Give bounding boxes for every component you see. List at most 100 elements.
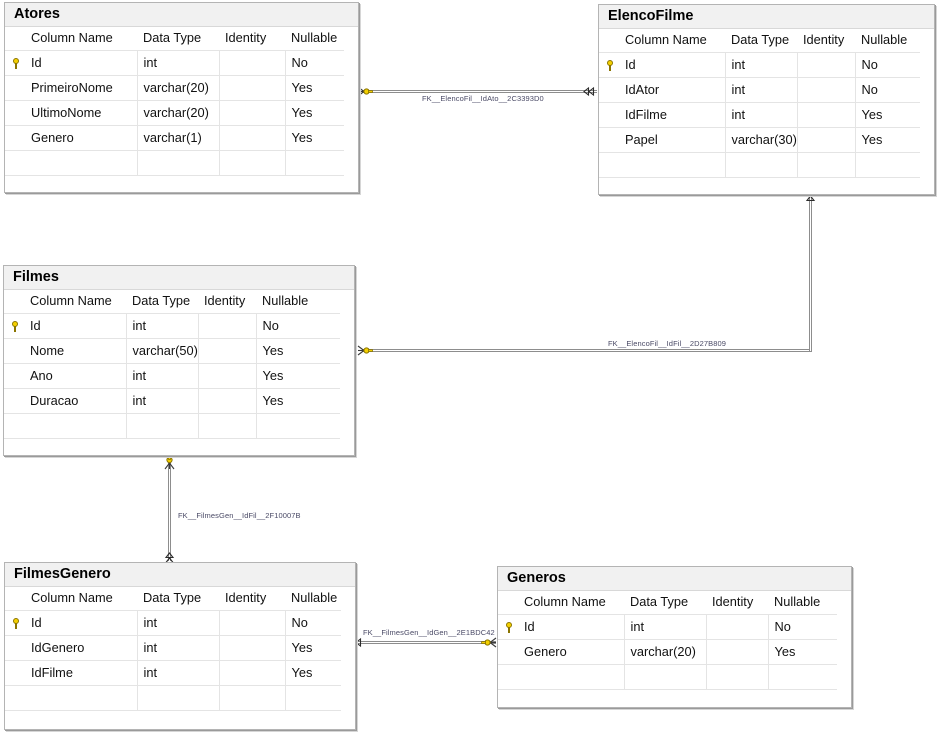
cell-nullable[interactable]: No — [256, 313, 340, 339]
cell-data-type[interactable] — [126, 413, 199, 439]
table-generos[interactable]: Generos Column Name Data Type Identity N… — [497, 566, 852, 708]
cell-nullable[interactable]: No — [855, 52, 920, 78]
cell-data-type[interactable]: int — [126, 363, 199, 389]
cell-data-type[interactable]: varchar(50) — [126, 338, 199, 364]
table-grid-filmesgenero[interactable]: Column Name Data Type Identity Nullable … — [5, 587, 355, 711]
header-column-name[interactable]: Column Name — [24, 290, 126, 314]
cell-column-name[interactable]: Papel — [619, 127, 726, 153]
cell-data-type[interactable]: int — [137, 50, 220, 76]
relationship-line-filmes-filmesgenero[interactable] — [168, 461, 171, 561]
cell-identity[interactable] — [219, 610, 286, 636]
cell-nullable[interactable]: No — [855, 77, 920, 103]
header-identity[interactable]: Identity — [706, 591, 768, 615]
relationship-line-filmes-elencofilme-horizontal[interactable] — [362, 349, 812, 352]
cell-data-type[interactable]: int — [137, 660, 220, 686]
header-column-name[interactable]: Column Name — [518, 591, 624, 615]
table-elencofilme[interactable]: ElencoFilme Column Name Data Type Identi… — [598, 4, 935, 195]
cell-data-type[interactable]: int — [624, 614, 707, 640]
relationship-line-filmes-elencofilme-vertical[interactable] — [809, 196, 812, 351]
cell-column-name[interactable]: Nome — [24, 338, 127, 364]
cell-nullable[interactable]: No — [285, 50, 344, 76]
cell-column-name[interactable]: IdFilme — [25, 660, 138, 686]
cell-identity[interactable] — [198, 413, 257, 439]
cell-column-name[interactable]: IdGenero — [25, 635, 138, 661]
cell-identity[interactable] — [797, 52, 856, 78]
cell-data-type[interactable] — [137, 150, 220, 176]
cell-nullable[interactable]: Yes — [256, 363, 340, 389]
table-grid-generos[interactable]: Column Name Data Type Identity Nullable … — [498, 591, 851, 690]
cell-column-name[interactable]: Genero — [25, 125, 138, 151]
cell-nullable[interactable]: Yes — [256, 338, 340, 364]
cell-column-name[interactable] — [518, 664, 625, 690]
cell-data-type[interactable]: int — [137, 610, 220, 636]
cell-identity[interactable] — [219, 635, 286, 661]
cell-identity[interactable] — [198, 388, 257, 414]
cell-column-name[interactable]: Duracao — [24, 388, 127, 414]
header-identity[interactable]: Identity — [219, 27, 285, 51]
table-grid-filmes[interactable]: Column Name Data Type Identity Nullable … — [4, 290, 354, 439]
header-nullable[interactable]: Nullable — [768, 591, 837, 615]
cell-data-type[interactable]: int — [725, 77, 798, 103]
cell-identity[interactable] — [219, 660, 286, 686]
header-identity[interactable]: Identity — [198, 290, 256, 314]
cell-data-type[interactable]: int — [725, 102, 798, 128]
relationship-line-filmesgenero-generos[interactable] — [354, 641, 496, 644]
header-data-type[interactable]: Data Type — [725, 29, 797, 53]
cell-nullable[interactable]: Yes — [285, 635, 341, 661]
cell-nullable[interactable]: Yes — [855, 102, 920, 128]
cell-data-type[interactable]: int — [126, 388, 199, 414]
cell-identity[interactable] — [219, 50, 286, 76]
header-nullable[interactable]: Nullable — [285, 587, 341, 611]
cell-identity[interactable] — [797, 152, 856, 178]
cell-column-name[interactable]: IdAtor — [619, 77, 726, 103]
table-grid-elencofilme[interactable]: Column Name Data Type Identity Nullable … — [599, 29, 934, 178]
cell-data-type[interactable] — [137, 685, 220, 711]
header-nullable[interactable]: Nullable — [285, 27, 344, 51]
cell-nullable[interactable]: Yes — [855, 127, 920, 153]
header-data-type[interactable]: Data Type — [137, 587, 219, 611]
cell-data-type[interactable]: varchar(20) — [624, 639, 707, 665]
header-column-name[interactable]: Column Name — [25, 27, 137, 51]
cell-nullable[interactable]: Yes — [285, 125, 344, 151]
cell-column-name[interactable]: Id — [619, 52, 726, 78]
cell-nullable[interactable]: Yes — [285, 660, 341, 686]
cell-column-name[interactable]: Id — [25, 610, 138, 636]
cell-data-type[interactable]: int — [137, 635, 220, 661]
cell-column-name[interactable]: Id — [25, 50, 138, 76]
cell-nullable[interactable]: No — [768, 614, 837, 640]
cell-column-name[interactable] — [25, 685, 138, 711]
cell-nullable[interactable]: Yes — [256, 388, 340, 414]
cell-data-type[interactable] — [725, 152, 798, 178]
cell-identity[interactable] — [706, 639, 769, 665]
cell-column-name[interactable] — [25, 150, 138, 176]
header-data-type[interactable]: Data Type — [137, 27, 219, 51]
cell-column-name[interactable]: UltimoNome — [25, 100, 138, 126]
table-filmesgenero[interactable]: FilmesGenero Column Name Data Type Ident… — [4, 562, 356, 730]
cell-identity[interactable] — [198, 338, 257, 364]
cell-data-type[interactable] — [624, 664, 707, 690]
cell-data-type[interactable]: varchar(30) — [725, 127, 798, 153]
cell-identity[interactable] — [198, 363, 257, 389]
header-data-type[interactable]: Data Type — [126, 290, 198, 314]
cell-identity[interactable] — [706, 614, 769, 640]
cell-identity[interactable] — [797, 102, 856, 128]
cell-data-type[interactable]: int — [725, 52, 798, 78]
cell-column-name[interactable] — [619, 152, 726, 178]
cell-nullable[interactable]: Yes — [285, 75, 344, 101]
cell-data-type[interactable]: varchar(20) — [137, 100, 220, 126]
cell-column-name[interactable]: PrimeiroNome — [25, 75, 138, 101]
header-nullable[interactable]: Nullable — [855, 29, 920, 53]
cell-identity[interactable] — [706, 664, 769, 690]
cell-column-name[interactable] — [24, 413, 127, 439]
header-identity[interactable]: Identity — [797, 29, 855, 53]
table-atores[interactable]: Atores Column Name Data Type Identity Nu… — [4, 2, 359, 193]
cell-identity[interactable] — [219, 75, 286, 101]
cell-data-type[interactable]: varchar(20) — [137, 75, 220, 101]
cell-data-type[interactable]: varchar(1) — [137, 125, 220, 151]
relationship-line-atores-elencofilme[interactable] — [362, 90, 597, 93]
cell-nullable[interactable]: Yes — [768, 639, 837, 665]
cell-column-name[interactable]: IdFilme — [619, 102, 726, 128]
cell-identity[interactable] — [797, 127, 856, 153]
cell-identity[interactable] — [219, 685, 286, 711]
